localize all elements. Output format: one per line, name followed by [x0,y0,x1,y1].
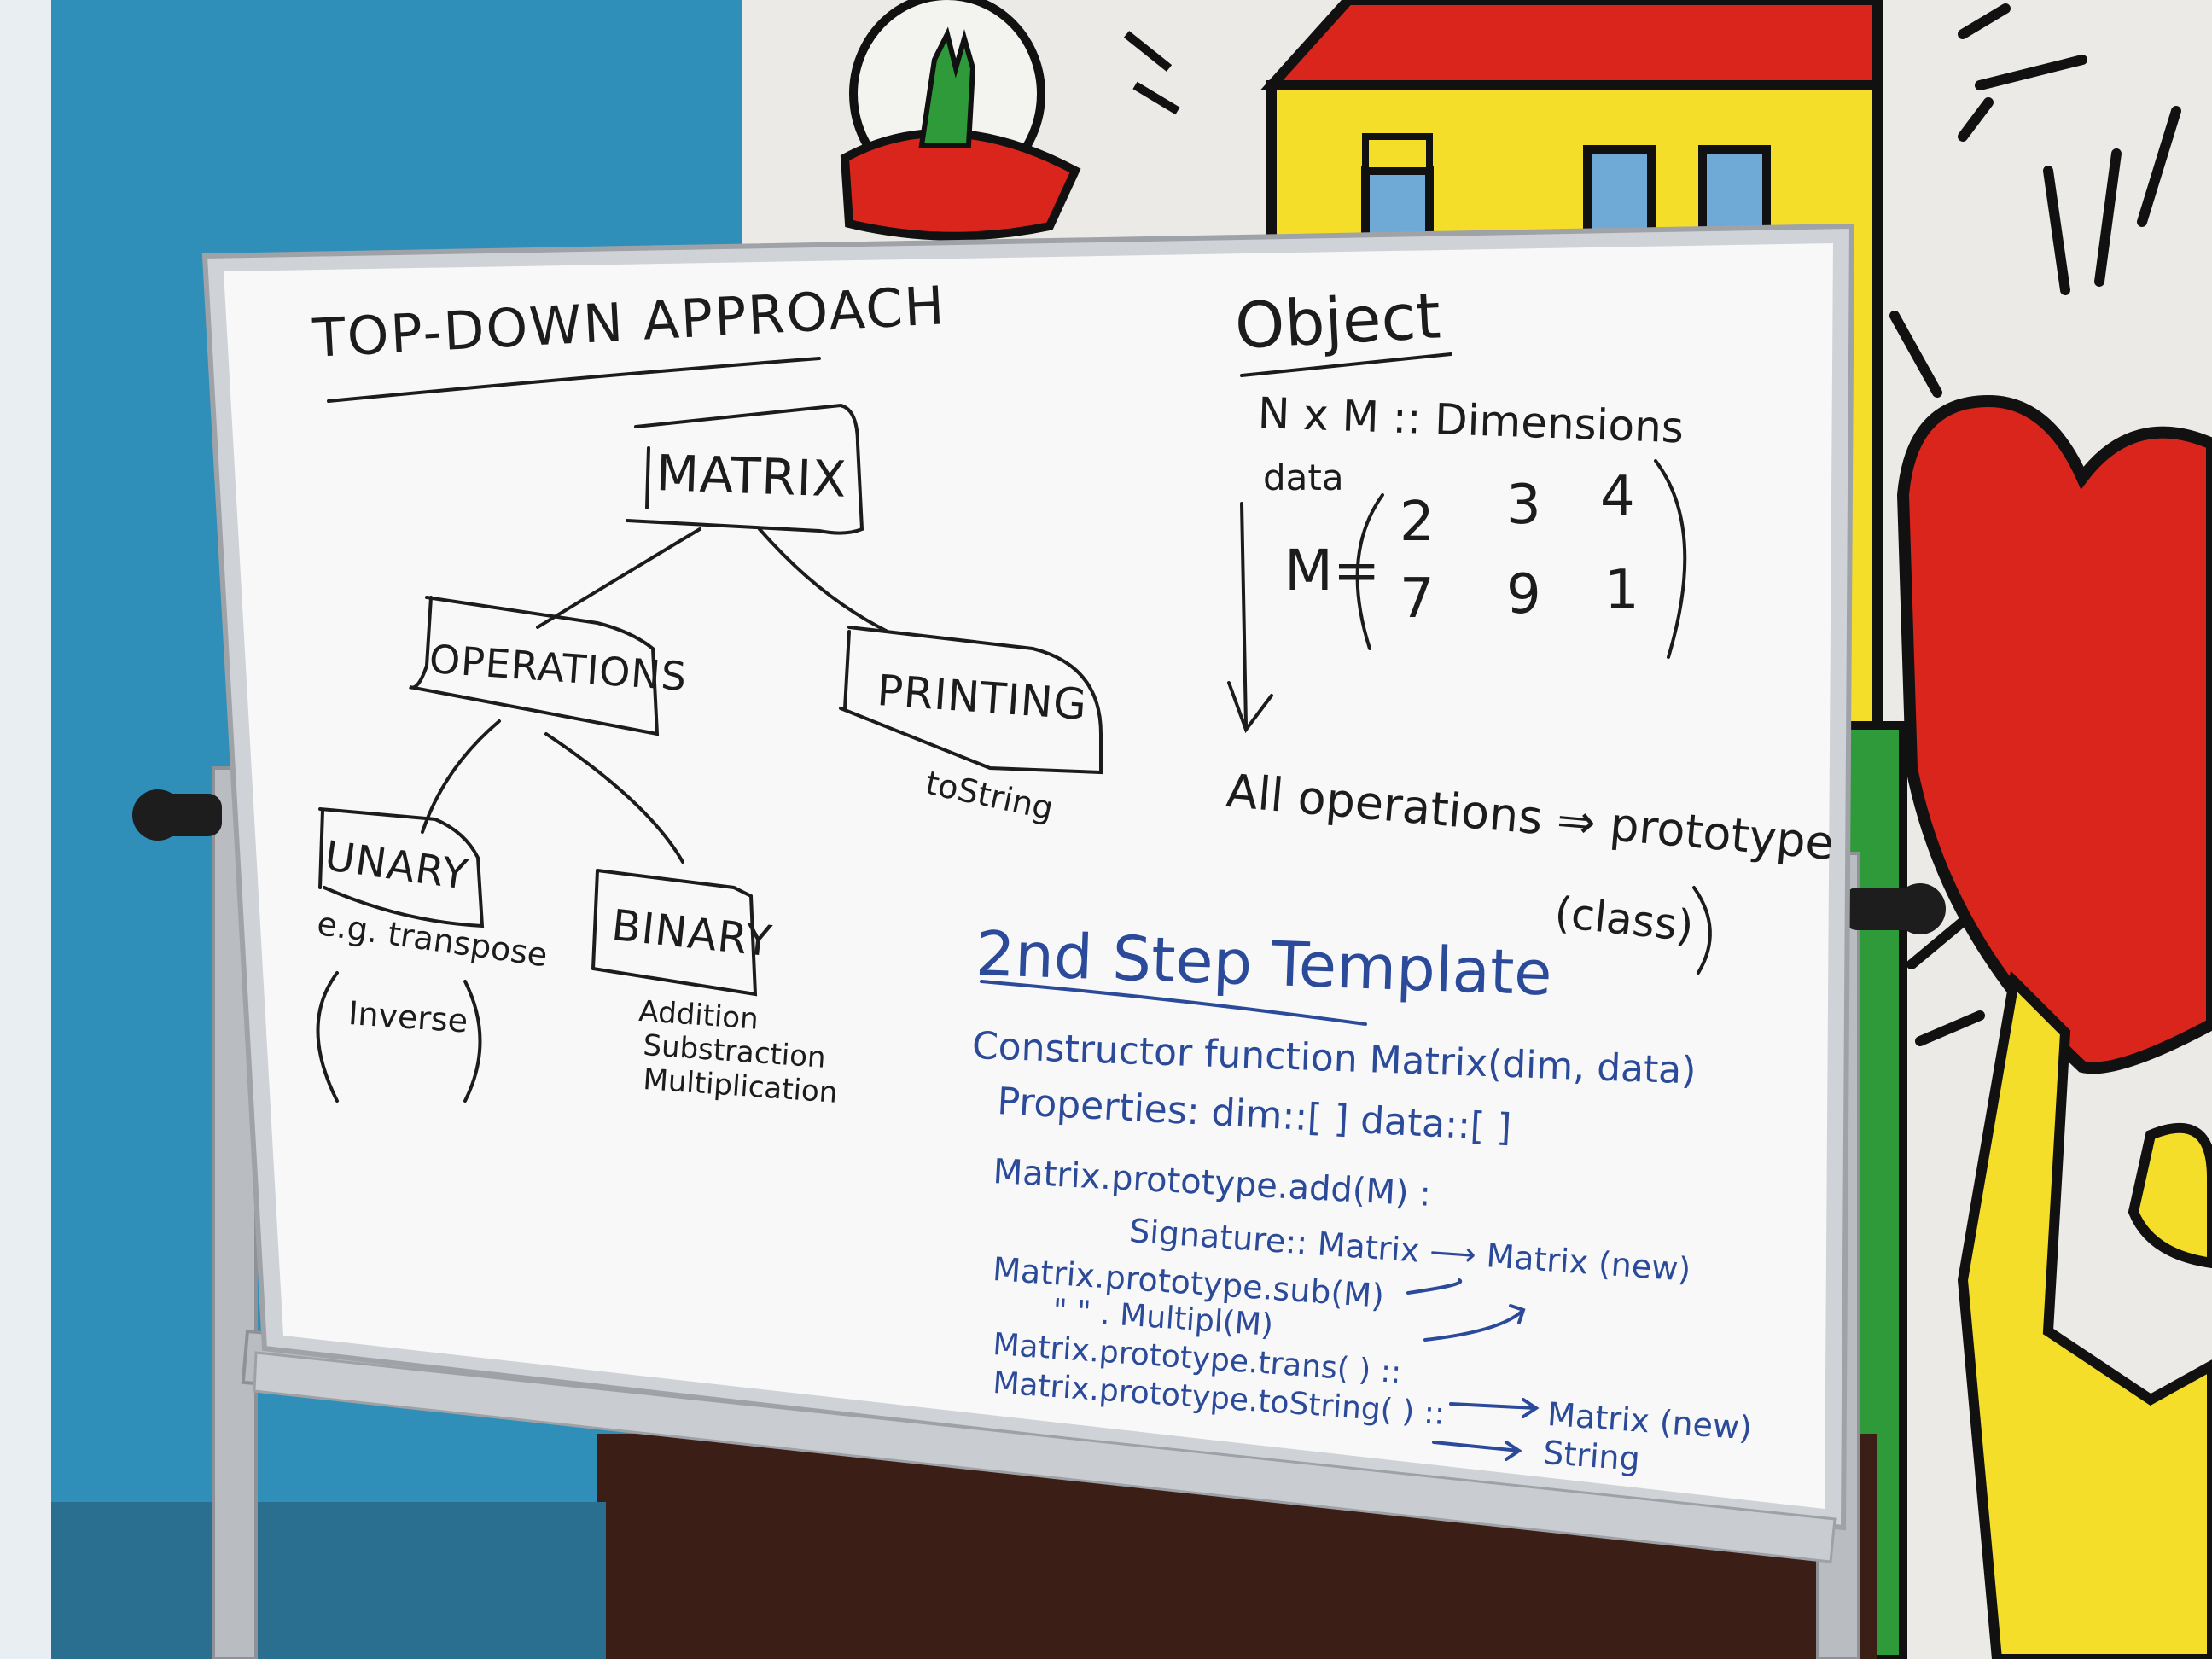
object-underline [1240,352,1452,377]
matrix-node: MATRIX [655,444,848,509]
whiteboard-surface [224,243,1833,1509]
diagram-strokes [316,352,1712,1103]
matrix-cell-r2c2: 9 [1506,563,1541,626]
matrix-cell-r1c1: 2 [1400,491,1435,554]
template-result-string: String [1541,1434,1642,1478]
operations-box [409,596,660,736]
blue-strokes [980,980,1540,1461]
printing-box [839,626,1103,775]
matrix-cell-r2c1: 7 [1400,568,1435,631]
unary-box [318,807,485,928]
left-wall [0,0,60,1659]
matrix-box [626,403,864,535]
heart-drawing [1822,394,2212,1659]
matrix-right-paren [1654,459,1687,659]
class-right-paren [1692,886,1712,975]
matrix-equals-label: M= [1284,538,1381,603]
object-heading: Object [1233,279,1443,364]
title-underline [327,357,821,403]
stand-knobs [132,789,1946,934]
floor-shadow [51,1502,606,1659]
matrix-left-paren [1355,493,1384,650]
matrix-cell-r2c3: 1 [1604,559,1639,622]
matrix-cell-r1c2: 3 [1506,474,1541,537]
data-label: data [1263,457,1344,498]
ufo-drawing [840,0,1180,241]
marker-tray [253,1351,1837,1563]
down-arrow [1227,502,1273,734]
matrix-cell-r1c3: 4 [1600,465,1635,528]
binary-box [591,869,758,997]
